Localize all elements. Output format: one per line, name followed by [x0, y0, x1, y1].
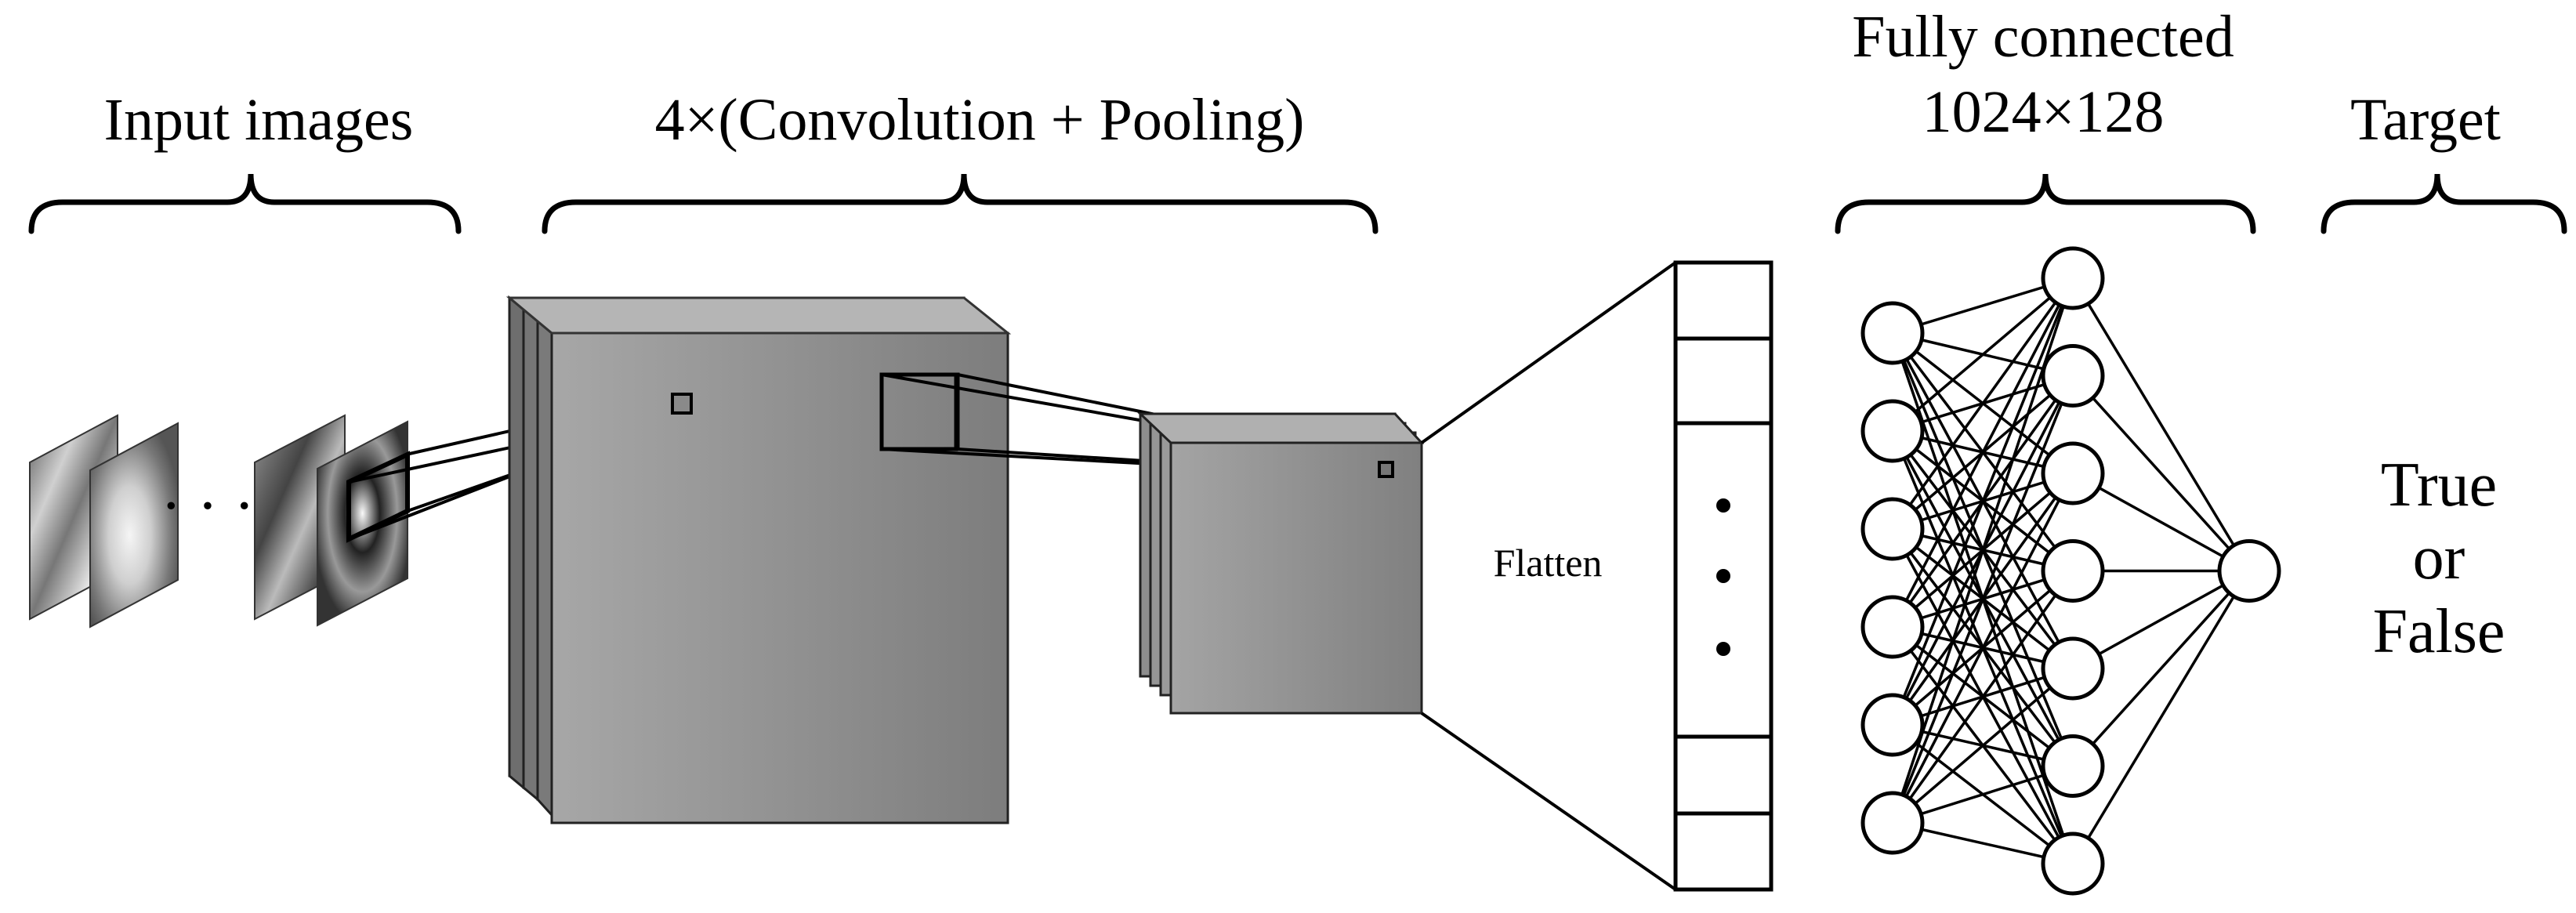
fc-connection — [2071, 570, 2251, 864]
label-conv-pool: 4×(Convolution + Pooling) — [655, 87, 1305, 153]
label-fully-connected-1: Fully connected — [1852, 4, 2234, 70]
fc-connection — [1891, 667, 2074, 824]
input-image-4 — [317, 420, 408, 627]
input-ellipsis: · · · — [161, 472, 255, 541]
input-images-group — [29, 414, 408, 629]
brace-conv-pool — [542, 173, 1379, 234]
fc-neuron-output — [2217, 539, 2281, 603]
fc-neurons — [1860, 246, 2281, 896]
fc-neuron-layer2 — [2041, 734, 2105, 798]
fc-neuron-layer1 — [1860, 301, 1925, 365]
conv1-kernel — [671, 393, 693, 415]
fc-connection — [1891, 277, 2074, 433]
flatten-dots — [1716, 498, 1730, 656]
fc-neuron-layer2 — [2041, 246, 2105, 310]
conv2-kernel — [1378, 461, 1394, 478]
fc-neuron-layer1 — [1860, 497, 1925, 561]
target-true: True — [2381, 451, 2497, 520]
brace-target — [2321, 173, 2567, 234]
brace-input-images — [28, 173, 462, 234]
fc-connection — [1891, 375, 2074, 824]
fc-neuron-layer1 — [1860, 595, 1925, 659]
conv-layer-front — [550, 332, 1009, 824]
input-image-2 — [89, 422, 179, 629]
fc-neuron-layer2 — [2041, 344, 2105, 408]
flatten-label: Flatten — [1494, 541, 1603, 585]
fc-connection — [1891, 277, 2074, 531]
fc-connection — [2071, 570, 2251, 767]
fc-connection — [1891, 277, 2074, 628]
conv-stack-1 — [505, 295, 1012, 824]
fc-connection — [2072, 569, 2250, 670]
fc-connection — [2071, 375, 2251, 572]
label-target: Target — [2350, 87, 2501, 153]
label-input-images: Input images — [104, 87, 414, 153]
conv2-layer-front — [1169, 441, 1423, 715]
fc-neuron-layer2 — [2041, 636, 2105, 701]
target-false: False — [2373, 597, 2505, 666]
fc-connection — [1891, 277, 2074, 726]
fc-neuron-layer2 — [2041, 441, 2105, 505]
flatten-lines — [1420, 261, 1677, 891]
fc-neuron-layer2 — [2041, 539, 2105, 603]
brace-fully-connected — [1835, 173, 2256, 234]
fc-connection — [1891, 473, 2074, 824]
fc-connection — [2071, 277, 2251, 572]
fc-connection — [2072, 472, 2250, 573]
conv-stack-2 — [1137, 412, 1425, 715]
fc-neuron-layer1 — [1860, 693, 1925, 757]
fc-neuron-layer2 — [2041, 831, 2105, 896]
label-fully-connected-2: 1024×128 — [1922, 79, 2165, 145]
fc-neuron-layer1 — [1860, 399, 1925, 463]
target-or: or — [2413, 524, 2465, 592]
fc-neuron-layer1 — [1860, 791, 1925, 855]
fc-connection — [1891, 570, 2074, 824]
